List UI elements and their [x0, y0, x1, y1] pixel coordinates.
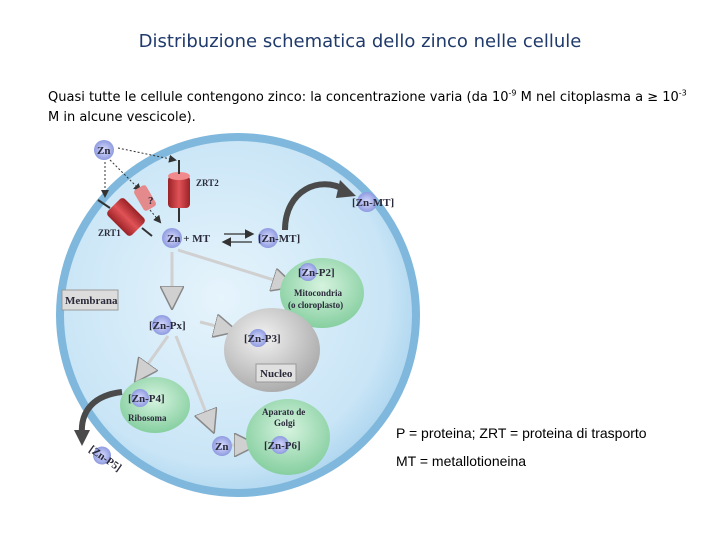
ribosome: [Zn-P4] Ribosoma — [120, 377, 190, 433]
svg-text:Golgi: Golgi — [274, 418, 296, 428]
svg-text:[Zn-P4]: [Zn-P4] — [128, 393, 165, 405]
membrane-label: Membrana — [62, 290, 118, 310]
svg-text:[Zn-MT]: [Zn-MT] — [258, 233, 300, 245]
legend-line-1: P = proteina; ZRT = proteina di trasport… — [396, 425, 647, 441]
svg-text:ZRT1: ZRT1 — [98, 228, 121, 238]
legend-line-2: MT = metallotioneina — [396, 453, 526, 469]
svg-text:Membrana: Membrana — [65, 295, 118, 307]
svg-text:[Zn-MT]: [Zn-MT] — [352, 197, 394, 209]
svg-text:[Zn-P2]: [Zn-P2] — [298, 267, 335, 279]
svg-text:(o cloroplasto): (o cloroplasto) — [288, 300, 343, 310]
svg-text:Zn + MT: Zn + MT — [167, 233, 211, 245]
svg-text:[Zn-Px]: [Zn-Px] — [149, 320, 186, 332]
svg-text:[Zn-P3]: [Zn-P3] — [244, 333, 281, 345]
svg-text:Ribosoma: Ribosoma — [128, 413, 167, 423]
cell — [56, 133, 420, 497]
svg-text:Aparato de: Aparato de — [262, 407, 305, 417]
svg-text:?: ? — [148, 195, 154, 207]
svg-text:Mitocondria: Mitocondria — [294, 288, 342, 298]
zn-free: Zn — [212, 436, 232, 456]
svg-text:ZRT2: ZRT2 — [196, 178, 219, 188]
svg-text:Zn: Zn — [97, 145, 110, 157]
golgi: Aparato de Golgi [Zn-P6] — [246, 399, 330, 475]
svg-text:[Zn-P6]: [Zn-P6] — [264, 440, 301, 452]
zn-outside: Zn — [94, 140, 114, 160]
nucleus: [Zn-P3] Nucleo — [224, 308, 320, 392]
svg-text:Nucleo: Nucleo — [260, 368, 293, 380]
svg-text:Zn: Zn — [215, 441, 228, 453]
